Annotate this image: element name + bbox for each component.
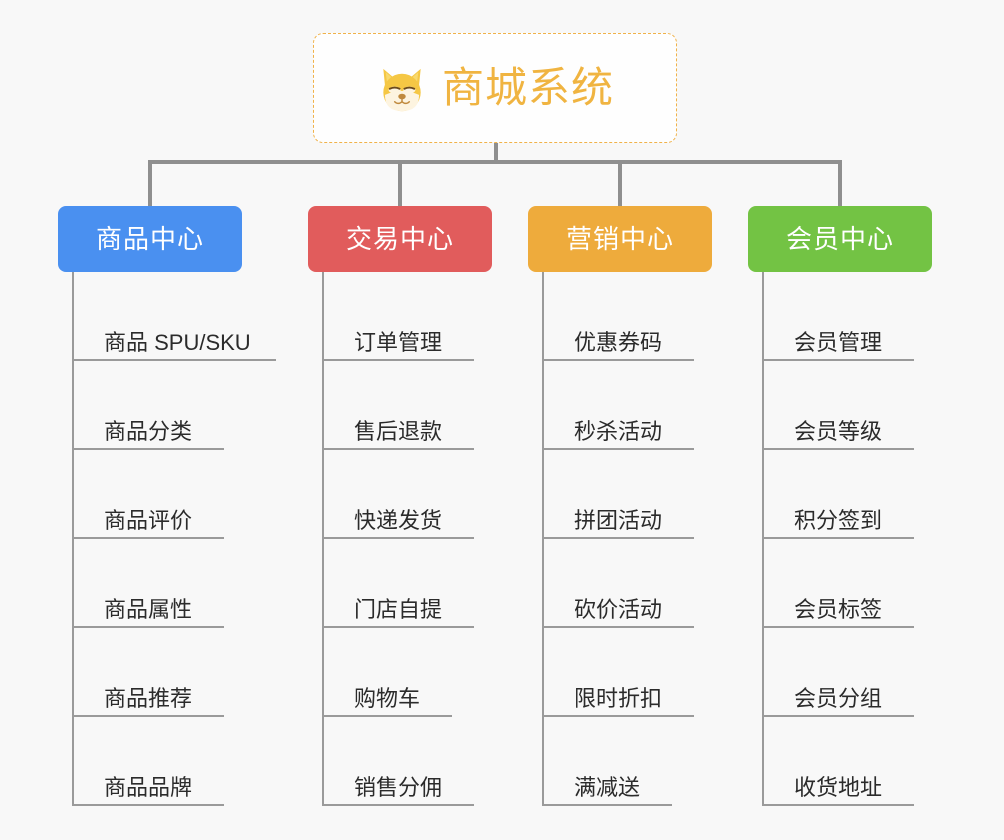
list-item[interactable]: 会员管理 [762, 272, 914, 361]
list-item[interactable]: 会员标签 [762, 539, 914, 628]
column-spine [542, 272, 544, 806]
child-underline [542, 626, 694, 628]
category-box-member-center[interactable]: 会员中心 [748, 206, 932, 272]
connector-drop-0 [148, 160, 152, 208]
child-underline [72, 537, 224, 539]
child-underline [322, 537, 474, 539]
child-underline [762, 359, 914, 361]
child-label: 商品品牌 [104, 775, 193, 800]
category-box-marketing-center[interactable]: 营销中心 [528, 206, 712, 272]
child-underline [72, 804, 224, 806]
list-item[interactable]: 优惠券码 [542, 272, 694, 361]
child-label: 秒杀活动 [574, 419, 663, 444]
child-underline [322, 715, 452, 717]
child-underline [542, 715, 694, 717]
child-underline [322, 804, 474, 806]
category-label: 营销中心 [565, 224, 674, 254]
connector-drop-3 [838, 160, 842, 208]
list-item[interactable]: 快递发货 [322, 450, 474, 539]
child-label: 会员管理 [794, 330, 883, 355]
child-underline [542, 804, 672, 806]
list-item[interactable]: 拼团活动 [542, 450, 694, 539]
child-underline [762, 537, 914, 539]
child-underline [72, 359, 276, 361]
list-item[interactable]: 购物车 [322, 628, 452, 717]
child-underline [322, 359, 474, 361]
list-item[interactable]: 秒杀活动 [542, 361, 694, 450]
column-spine [322, 272, 324, 806]
child-underline [72, 626, 224, 628]
child-underline [542, 448, 694, 450]
list-item[interactable]: 订单管理 [322, 272, 474, 361]
child-underline [72, 715, 224, 717]
column-spine [762, 272, 764, 806]
child-label: 售后退款 [354, 419, 443, 444]
child-label: 商品评价 [104, 508, 193, 533]
child-underline [542, 359, 694, 361]
child-column-member-center: 会员管理 会员等级 积分签到 会员标签 会员分组 收货地址 [762, 272, 914, 806]
child-underline [542, 537, 694, 539]
child-label: 商品 SPU/SKU [104, 330, 251, 355]
list-item[interactable]: 商品评价 [72, 450, 251, 539]
child-label: 门店自提 [354, 597, 443, 622]
child-underline [762, 626, 914, 628]
child-label: 砍价活动 [574, 597, 663, 622]
connector-drop-2 [618, 160, 622, 208]
list-item[interactable]: 售后退款 [322, 361, 474, 450]
list-item[interactable]: 积分签到 [762, 450, 914, 539]
connector-drop-1 [398, 160, 402, 208]
column-spine [72, 272, 74, 806]
child-label: 购物车 [354, 686, 421, 711]
connector-horizontal-bar [148, 160, 840, 164]
list-item[interactable]: 商品推荐 [72, 628, 251, 717]
child-label: 商品推荐 [104, 686, 193, 711]
child-label: 积分签到 [794, 508, 883, 533]
child-column-product-center: 商品 SPU/SKU 商品分类 商品评价 商品属性 商品推荐 商品品牌 [72, 272, 276, 806]
child-label: 销售分佣 [354, 775, 443, 800]
list-item[interactable]: 销售分佣 [322, 717, 474, 806]
child-underline [762, 715, 914, 717]
category-box-product-center[interactable]: 商品中心 [58, 206, 242, 272]
category-label: 会员中心 [785, 224, 894, 254]
category-box-trade-center[interactable]: 交易中心 [308, 206, 492, 272]
list-item[interactable]: 会员等级 [762, 361, 914, 450]
list-item[interactable]: 商品分类 [72, 361, 251, 450]
child-underline [322, 626, 474, 628]
child-label: 拼团活动 [574, 508, 663, 533]
list-item[interactable]: 商品 SPU/SKU [72, 272, 276, 361]
child-label: 收货地址 [794, 775, 883, 800]
child-underline [322, 448, 474, 450]
child-label: 限时折扣 [574, 686, 663, 711]
list-item[interactable]: 商品品牌 [72, 717, 251, 806]
category-label: 商品中心 [95, 224, 204, 254]
child-underline [72, 448, 224, 450]
list-item[interactable]: 门店自提 [322, 539, 474, 628]
list-item[interactable]: 砍价活动 [542, 539, 694, 628]
list-item[interactable]: 会员分组 [762, 628, 914, 717]
root-title: 商城系统 [441, 64, 614, 111]
child-label: 会员等级 [794, 419, 883, 444]
category-label: 交易中心 [345, 224, 454, 254]
list-item[interactable]: 收货地址 [762, 717, 914, 806]
child-label: 商品分类 [104, 419, 193, 444]
child-column-marketing-center: 优惠券码 秒杀活动 拼团活动 砍价活动 限时折扣 满减送 [542, 272, 694, 806]
root-node[interactable]: 商城系统 [313, 33, 677, 143]
connector-root-stub [494, 143, 498, 163]
list-item[interactable]: 限时折扣 [542, 628, 694, 717]
child-label: 满减送 [574, 775, 641, 800]
child-label: 会员分组 [794, 686, 883, 711]
child-underline [762, 448, 914, 450]
child-label: 订单管理 [354, 330, 443, 355]
child-label: 会员标签 [794, 597, 883, 622]
child-label: 商品属性 [104, 597, 193, 622]
list-item[interactable]: 商品属性 [72, 539, 251, 628]
child-underline [762, 804, 914, 806]
child-column-trade-center: 订单管理 售后退款 快递发货 门店自提 购物车 销售分佣 [322, 272, 474, 806]
list-item[interactable]: 满减送 [542, 717, 672, 806]
child-label: 优惠券码 [574, 330, 663, 355]
shiba-dog-face-icon [376, 64, 428, 116]
child-label: 快递发货 [354, 508, 443, 533]
